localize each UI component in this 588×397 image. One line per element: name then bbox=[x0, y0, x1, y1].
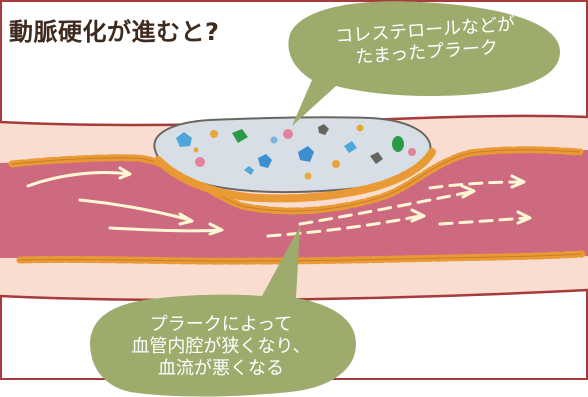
callout-bottom-line2: 血管内腔が狭くなり、 bbox=[112, 336, 330, 358]
callout-bottom-line1: プラークによって bbox=[112, 314, 330, 336]
page-title: 動脈硬化が進むと? bbox=[9, 12, 219, 47]
callout-bottom-text: プラークによって 血管内腔が狭くなり、 血流が悪くなる bbox=[112, 314, 330, 380]
callout-bottom-line3: 血流が悪くなる bbox=[112, 358, 330, 380]
